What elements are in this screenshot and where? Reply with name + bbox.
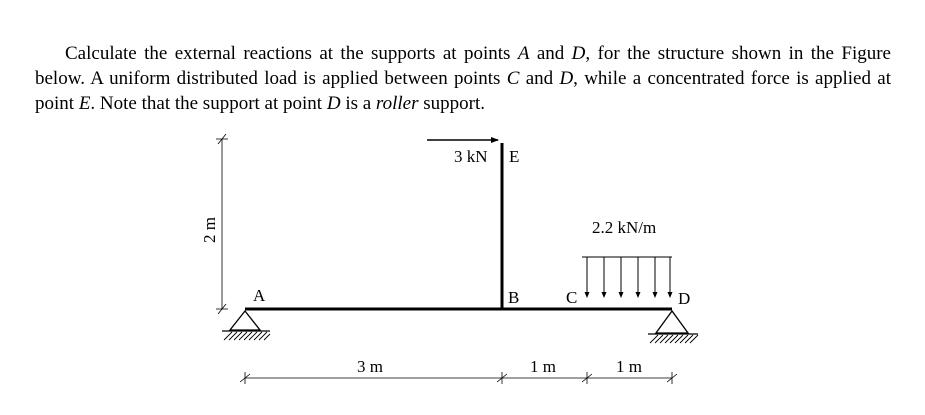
distributed-load [582, 256, 673, 298]
dimension-BC-label: 1 m [530, 357, 556, 376]
dimension-CD-label: 1 m [616, 357, 642, 376]
point-D-label: D [678, 289, 690, 308]
point-A-label: A [253, 286, 266, 305]
point-E-label: E [509, 147, 519, 166]
height-dimension [216, 133, 228, 315]
height-dimension-label: 2 m [200, 217, 219, 243]
horizontal-dimensions [239, 372, 678, 384]
point-B-label: B [508, 288, 519, 307]
pin-support-A [222, 309, 271, 341]
dimension-AB-label: 3 m [357, 357, 383, 376]
distributed-load-label: 2.2 kN/m [592, 218, 656, 237]
point-C-label: C [566, 288, 577, 307]
problem-statement: Calculate the external reactions at the … [35, 43, 891, 114]
force-label: 3 kN [454, 147, 488, 166]
roller-support-D [648, 309, 699, 344]
